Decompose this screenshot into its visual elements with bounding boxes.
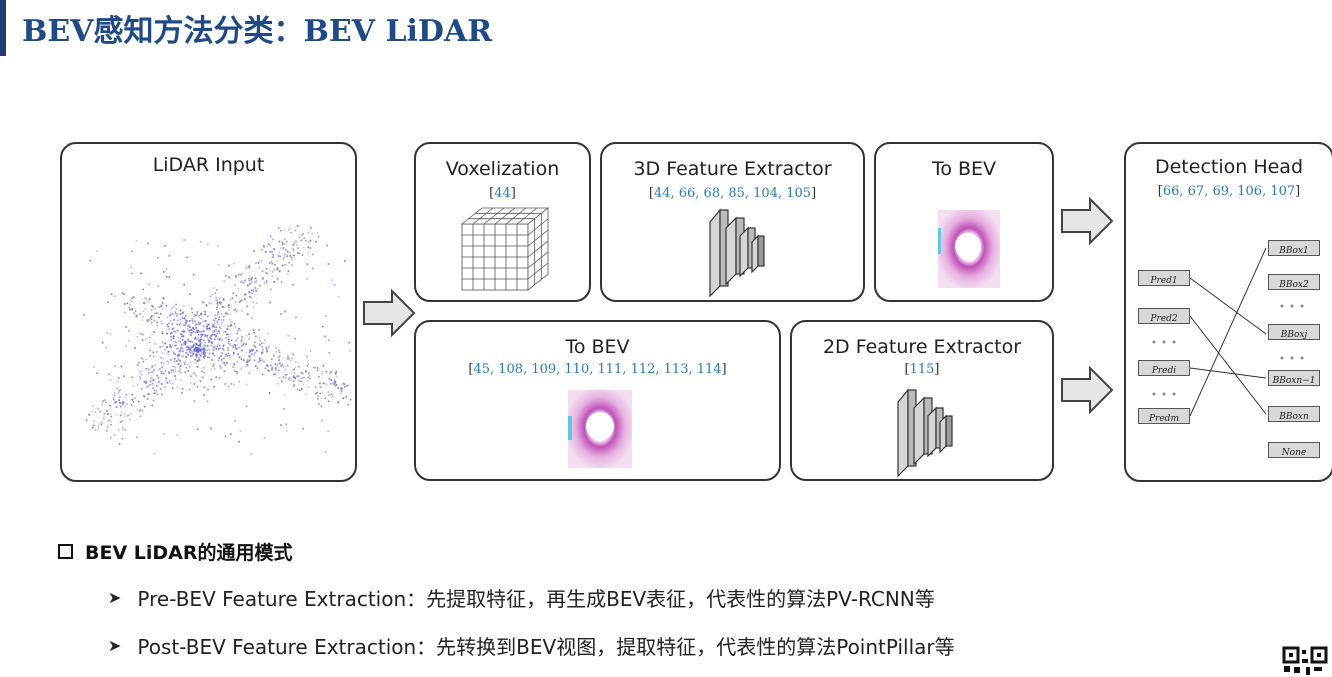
bbox-box: BBox2 [1268, 274, 1320, 290]
voxelization-box: Voxelization [44] [414, 142, 591, 302]
detection-head-box: Detection Head [66, 67, 69, 106, 107] Pr… [1124, 142, 1332, 482]
lidar-point-cloud [83, 225, 352, 455]
feature2d-box: 2D Feature Extractor [115] [790, 320, 1054, 481]
feature3d-title: 3D Feature Extractor [633, 158, 832, 180]
pred-box: Pred1 [1138, 270, 1190, 286]
voxelization-refs: [44] [489, 186, 516, 201]
to-bev-bottom-title: To BEV [565, 336, 630, 358]
feature3d-layers-icon [709, 208, 765, 298]
bev-map-icon-bottom [568, 390, 632, 468]
arrow-to-detection-bottom [1061, 365, 1114, 415]
feature2d-title: 2D Feature Extractor [822, 336, 1022, 358]
arrow-lidar-to-pipeline [363, 288, 416, 338]
pred-box: Pred2 [1138, 308, 1190, 324]
detection-head-refs: [66, 67, 69, 106, 107] [1157, 184, 1301, 199]
bbox-box: BBoxj [1268, 324, 1320, 340]
bbox-box: BBox1 [1268, 240, 1320, 256]
bullet-section: BEV LiDAR的通用模式 [58, 538, 293, 565]
bullet-item: ➤ Pre-BEV Feature Extraction：先提取特征，再生成BE… [108, 583, 935, 612]
bullet-item: ➤ Post-BEV Feature Extraction：先转换到BEV视图，… [108, 631, 955, 660]
pred-box: Predm [1138, 408, 1190, 424]
voxel-grid-icon [460, 207, 550, 291]
bullet-heading-text: BEV LiDAR的通用模式 [85, 542, 293, 564]
feature3d-box: 3D Feature Extractor [44, 66, 68, 85, 10… [600, 142, 865, 302]
bullet-item-text: Pre-BEV Feature Extraction：先提取特征，再生成BEV表… [137, 587, 935, 611]
bullet-item-text: Post-BEV Feature Extraction：先转换到BEV视图，提取… [137, 635, 955, 659]
to-bev-top-box: To BEV [874, 142, 1054, 302]
detection-head-title: Detection Head [1154, 156, 1304, 178]
to-bev-bottom-box: To BEV [45, 108, 109, 110, 111, 112, 113… [414, 320, 781, 481]
to-bev-top-title: To BEV [931, 158, 997, 180]
square-bullet-icon [58, 544, 73, 559]
feature2d-refs: [115] [904, 362, 940, 377]
arrow-bullet-icon: ➤ [108, 588, 122, 607]
bbox-box: BBoxn−1 [1268, 370, 1320, 386]
arrow-to-detection-top [1061, 196, 1114, 246]
qr-code-icon [1282, 645, 1330, 677]
feature2d-layers-icon [897, 388, 953, 478]
arrow-bullet-icon: ➤ [108, 636, 122, 655]
lidar-input-title: LiDAR Input [152, 154, 265, 176]
page-title: BEV感知方法分类：BEV LiDAR [22, 14, 493, 49]
bbox-box: BBoxn [1268, 406, 1320, 422]
matching-diagram [1152, 247, 1304, 417]
feature3d-refs: [44, 66, 68, 85, 104, 105] [648, 186, 817, 201]
bev-map-icon [938, 210, 1000, 288]
pred-box: Predi [1138, 360, 1190, 376]
lidar-input-box: LiDAR Input [60, 142, 357, 482]
title-accent-bar [0, 0, 6, 56]
voxelization-title: Voxelization [445, 158, 560, 180]
bullet-heading: BEV LiDAR的通用模式 [58, 538, 293, 565]
to-bev-bottom-refs: [45, 108, 109, 110, 111, 112, 113, 114] [468, 362, 727, 377]
bbox-box: None [1268, 442, 1320, 458]
